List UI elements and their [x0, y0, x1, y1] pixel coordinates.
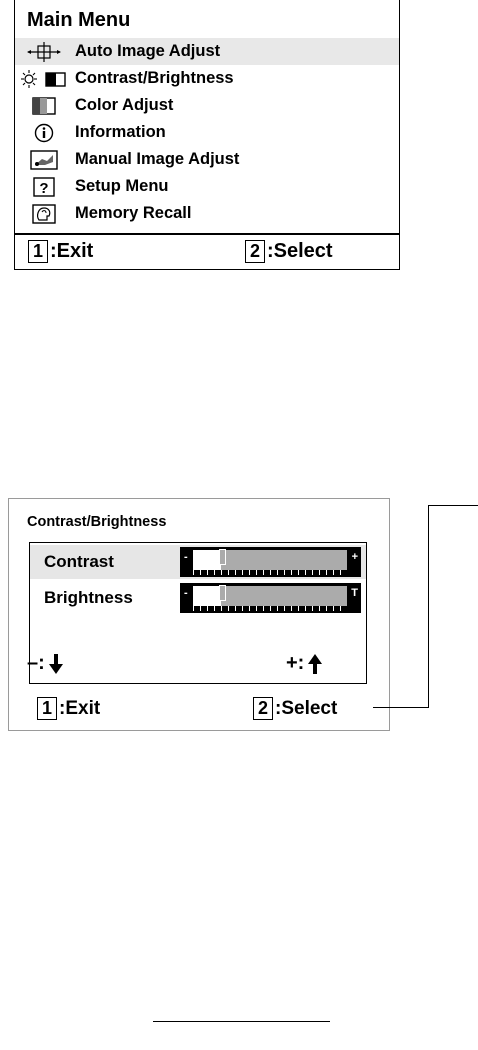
- setup-menu-icon: ?: [21, 176, 67, 198]
- brightness-slider[interactable]: - T: [180, 583, 361, 613]
- menu-item-label: Color Adjust: [75, 96, 174, 114]
- increase-hint-label: +:: [286, 652, 305, 674]
- main-menu-osd: Main Menu Auto Image Adjust: [14, 0, 400, 270]
- slider-minus: -: [184, 551, 188, 563]
- slider-fill: [193, 550, 221, 570]
- slider-plus: T: [351, 587, 358, 599]
- manual-adjust-icon: [21, 149, 67, 171]
- slider-minus: -: [184, 587, 188, 599]
- exit-label: :Exit: [50, 240, 94, 262]
- slider-thumb[interactable]: [218, 585, 226, 601]
- arrow-down-icon: [48, 653, 63, 674]
- select-label: :Select: [275, 697, 338, 719]
- menu-item-label: Setup Menu: [75, 177, 169, 195]
- contrast-brightness-title: Contrast/Brightness: [27, 514, 167, 530]
- slider-track: [193, 585, 347, 606]
- menu-item-label: Auto Image Adjust: [75, 42, 221, 60]
- increase-hint: +:: [286, 652, 323, 675]
- main-menu-footer: 1 :Exit 2 :Select: [15, 233, 399, 269]
- select-button[interactable]: 2 :Select: [245, 240, 333, 263]
- key-2: 2: [253, 697, 273, 720]
- menu-item-manual-image-adjust[interactable]: Manual Image Adjust: [15, 146, 399, 173]
- information-icon: [21, 122, 67, 144]
- contrast-brightness-icon: [21, 68, 67, 90]
- arrow-up-icon: [308, 653, 323, 674]
- menu-item-color-adjust[interactable]: Color Adjust: [15, 92, 399, 119]
- callout-line: [373, 707, 429, 708]
- select-label: :Select: [267, 240, 333, 262]
- contrast-brightness-osd: Contrast/Brightness Contrast - + Brightn…: [8, 498, 390, 731]
- slider-ticks: [193, 606, 347, 611]
- contrast-slider[interactable]: - +: [180, 547, 361, 577]
- adjustment-panel: Contrast - + Brightness - T: [29, 542, 367, 684]
- menu-item-memory-recall[interactable]: Memory Recall: [15, 200, 399, 227]
- callout-line: [428, 505, 478, 506]
- menu-item-information[interactable]: Information: [15, 119, 399, 146]
- menu-item-setup-menu[interactable]: ? Setup Menu: [15, 173, 399, 200]
- slider-thumb[interactable]: [218, 549, 226, 565]
- slider-fill: [193, 586, 221, 606]
- brightness-row[interactable]: Brightness - T: [30, 581, 366, 615]
- memory-recall-icon: [21, 203, 67, 225]
- callout-line: [428, 505, 429, 708]
- exit-button[interactable]: 1 :Exit: [28, 240, 93, 263]
- exit-label: :Exit: [59, 697, 101, 719]
- key-2: 2: [245, 240, 265, 263]
- menu-item-label: Information: [75, 123, 166, 141]
- menu-item-label: Memory Recall: [75, 204, 192, 222]
- main-menu-title: Main Menu: [27, 9, 131, 31]
- slider-plus: +: [351, 551, 358, 563]
- key-1: 1: [37, 697, 57, 720]
- key-1: 1: [28, 240, 48, 263]
- slider-track: [193, 549, 347, 570]
- select-button[interactable]: 2 :Select: [253, 697, 337, 720]
- exit-button[interactable]: 1 :Exit: [37, 697, 100, 720]
- slider-ticks: [193, 570, 347, 575]
- menu-item-label: Contrast/Brightness: [75, 69, 234, 87]
- svg-text:?: ?: [39, 180, 48, 197]
- menu-item-contrast-brightness[interactable]: Contrast/Brightness: [15, 65, 399, 92]
- decrease-hint-label: –:: [27, 652, 45, 674]
- decrease-hint: –:: [27, 652, 63, 675]
- main-menu-list: Auto Image Adjust Contrast/Brightness: [15, 38, 399, 227]
- color-adjust-icon: [21, 95, 67, 117]
- contrast-row[interactable]: Contrast - +: [30, 545, 366, 579]
- brightness-label: Brightness: [44, 588, 133, 607]
- page-rule: [153, 1021, 330, 1022]
- contrast-label: Contrast: [44, 552, 114, 571]
- menu-item-label: Manual Image Adjust: [75, 150, 240, 168]
- menu-item-auto-image-adjust[interactable]: Auto Image Adjust: [15, 38, 399, 65]
- auto-adjust-icon: [21, 41, 67, 63]
